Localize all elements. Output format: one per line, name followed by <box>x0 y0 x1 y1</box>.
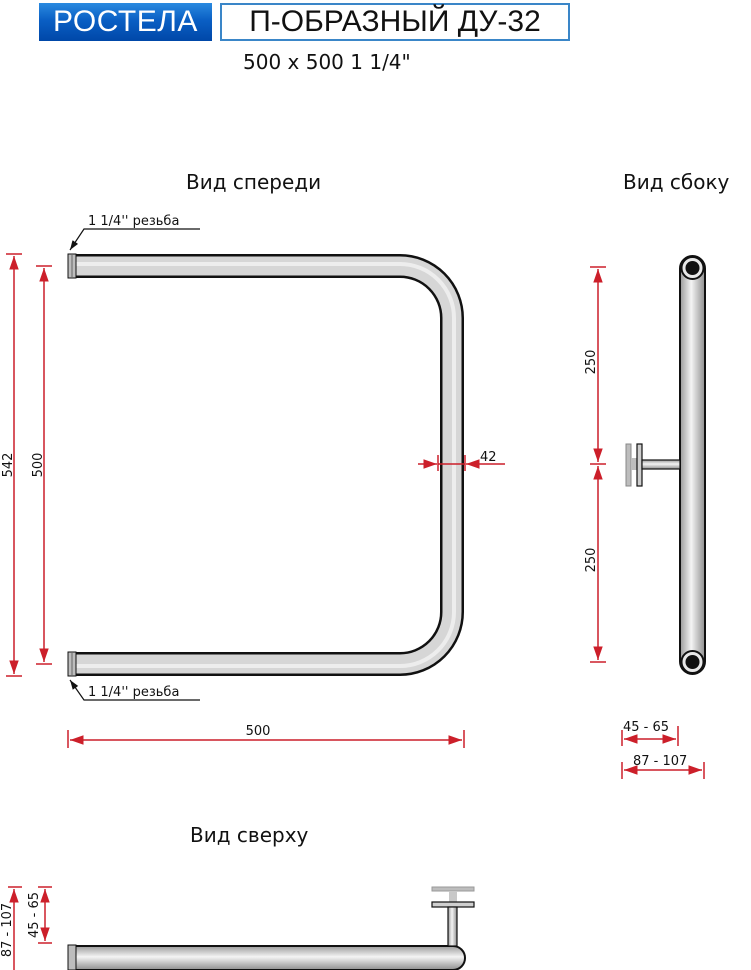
side-dim-250-upper-label: 250 <box>584 350 599 375</box>
thread-label-top: 1 1/4'' резьба <box>88 214 179 229</box>
side-dim-250-lower-label: 250 <box>584 548 599 573</box>
side-view-title: Вид сбоку <box>623 170 730 194</box>
side-view-bracket <box>625 443 681 487</box>
thread-leader-top: 1 1/4'' резьба <box>69 214 200 251</box>
top-view-pipe <box>67 944 466 970</box>
brand-logo: РОСТЕЛА <box>39 3 212 41</box>
dim-500-vertical <box>36 265 52 665</box>
top-view-bracket <box>431 886 475 947</box>
side-dim-250-lower <box>590 466 606 663</box>
top-dim-45-65-label: 45 - 65 <box>27 892 42 938</box>
front-view-title: Вид спереди <box>186 170 322 194</box>
side-dim-45-65 <box>621 726 679 746</box>
top-view-title: Вид сверху <box>190 823 309 847</box>
front-view-pipe <box>67 253 464 677</box>
side-dim-250-upper <box>590 266 606 465</box>
model-title: П-ОБРАЗНЫЙ ДУ-32 <box>220 3 570 41</box>
side-view-pipe <box>679 255 706 675</box>
dim-542 <box>6 253 22 677</box>
thread-leader-bottom: 1 1/4'' резьба <box>69 679 200 701</box>
dim-542-label: 542 <box>1 453 16 478</box>
side-dim-87-107-label: 87 - 107 <box>633 754 687 769</box>
dim-42 <box>418 455 505 471</box>
dim-42-label: 42 <box>480 450 497 465</box>
dim-500-horizontal <box>67 730 465 748</box>
top-dim-87-107 <box>8 886 22 970</box>
dim-500-vertical-label: 500 <box>31 453 46 478</box>
top-dim-87-107-label: 87 - 107 <box>0 903 15 957</box>
size-subtitle: 500 x 500 1 1/4" <box>243 50 411 74</box>
dim-500-horizontal-label: 500 <box>246 724 271 739</box>
side-dim-45-65-label: 45 - 65 <box>623 720 669 735</box>
side-dim-87-107 <box>621 762 705 779</box>
top-dim-45-65 <box>38 886 52 944</box>
thread-label-bottom: 1 1/4'' резьба <box>88 685 179 700</box>
